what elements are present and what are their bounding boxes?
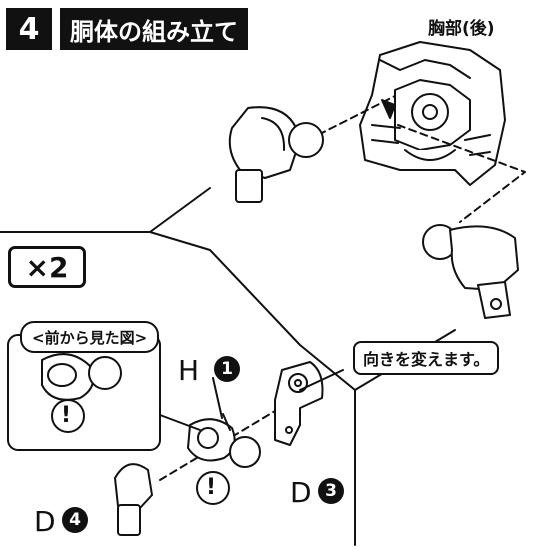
step-number: 4 bbox=[6, 8, 52, 50]
front-view-label: <前から見た図> bbox=[20, 321, 160, 353]
h-part bbox=[187, 418, 261, 468]
caution-mark-icon bbox=[51, 399, 230, 505]
part-d4-number: 4 bbox=[62, 507, 88, 533]
chest-back-part bbox=[359, 41, 506, 186]
rotated-joint-part bbox=[422, 224, 519, 319]
chest-back-label: 胸部(後) bbox=[428, 19, 495, 39]
guide-line bbox=[397, 124, 526, 223]
panel-divider bbox=[149, 231, 356, 546]
front-view-part bbox=[41, 353, 122, 401]
caution-mark-text: ! bbox=[61, 403, 72, 428]
part-d3-letter: D bbox=[290, 476, 312, 509]
quantity-badge: ×2 bbox=[8, 246, 86, 288]
part-h-letter: H bbox=[178, 354, 200, 387]
upper-joint-part bbox=[228, 106, 324, 203]
d3-part bbox=[274, 361, 324, 446]
d4-part bbox=[114, 463, 153, 536]
panel-divider bbox=[0, 187, 211, 233]
part-h-number: 1 bbox=[214, 356, 240, 382]
change-direction-note: 向きを変えます。 bbox=[353, 341, 500, 375]
guide-line bbox=[307, 95, 396, 141]
caution-mark-text: ! bbox=[206, 475, 217, 500]
step-title: 胴体の組み立て bbox=[60, 8, 248, 50]
part-d3-number: 3 bbox=[318, 478, 344, 504]
part-d4-letter: D bbox=[34, 505, 56, 538]
